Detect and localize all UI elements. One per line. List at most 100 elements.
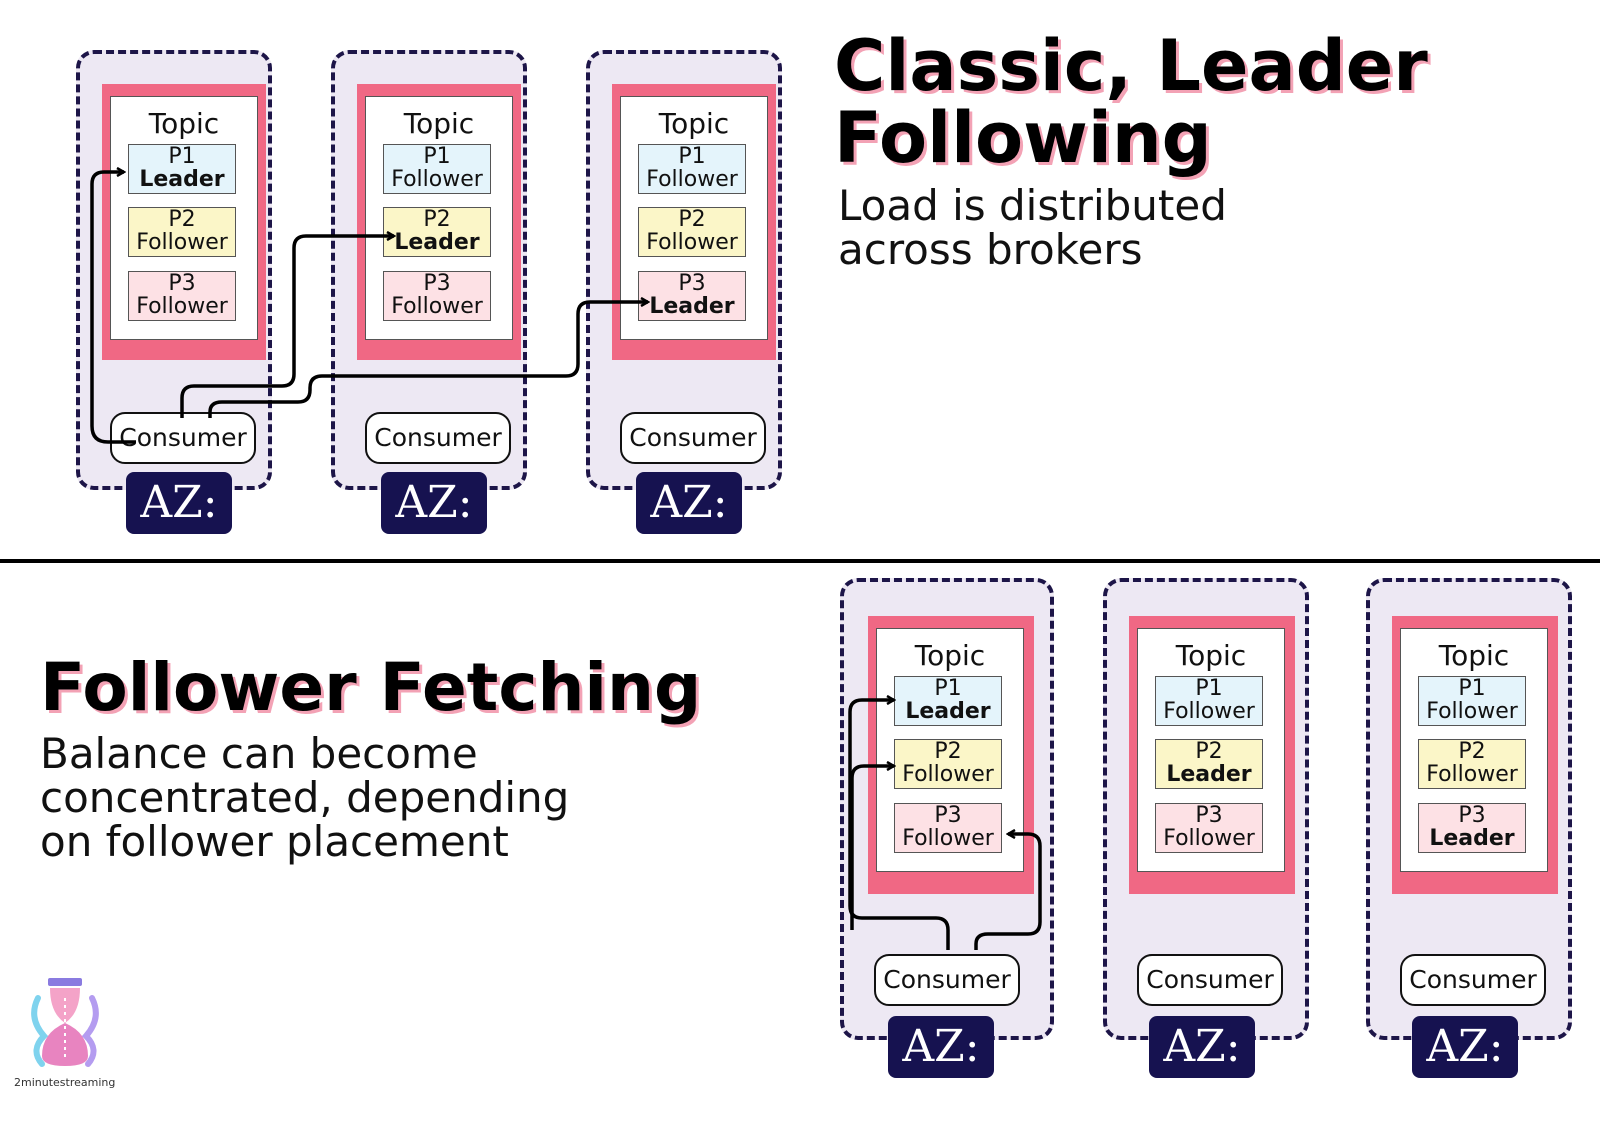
- bottom-subtitle-line-1: Balance can become: [40, 729, 478, 778]
- partition-name: P3: [1458, 803, 1486, 828]
- top-subtitle-line-1: Load is distributed: [838, 181, 1227, 230]
- partition-name: P3: [678, 271, 706, 296]
- partition-name: P3: [934, 803, 962, 828]
- partition-role: Follower: [902, 826, 994, 851]
- arrow-bottom-consumer-to-p3: [974, 834, 1042, 950]
- partition-role: Follower: [902, 762, 994, 787]
- az-label: AZ: 3: [636, 472, 742, 590]
- az-label: AZ: 1: [888, 1016, 994, 1134]
- arrow-top-consumer-to-p1: [90, 172, 136, 444]
- hourglass-logo-icon: [31, 978, 99, 1067]
- partition-role: Follower: [1426, 762, 1518, 787]
- topic-label: Topic: [1438, 639, 1510, 672]
- fetch-arrows: [90, 0, 1042, 950]
- bottom-subtitle-line-2: concentrated, depending: [40, 773, 570, 822]
- partition-role: Follower: [1426, 699, 1518, 724]
- partition-name: P2: [1458, 739, 1486, 764]
- consumer-box: Consumer: [365, 412, 511, 464]
- top-title-line-2: Following: [834, 97, 1212, 179]
- topic-label: Topic: [1175, 639, 1247, 672]
- partition-name: P1: [423, 144, 451, 169]
- partition-role: Follower: [1163, 826, 1255, 851]
- consumer-box: Consumer: [620, 412, 766, 464]
- partition-name: P2: [168, 207, 196, 232]
- arrow-top-consumer-to-p2: [180, 236, 394, 418]
- arrow-bottom-consumer-to-p1: [848, 700, 950, 950]
- partition-role: Leader: [139, 167, 225, 192]
- partition-name: P1: [678, 144, 706, 169]
- partition-name: P1: [934, 676, 962, 701]
- section-divider: [0, 559, 1600, 563]
- consumer-box: Consumer: [1400, 954, 1546, 1006]
- partition-name: P2: [934, 739, 962, 764]
- partition-name: P3: [168, 271, 196, 296]
- partition-name: P3: [1195, 803, 1223, 828]
- az-label: AZ: 2: [381, 472, 487, 590]
- bottom-title: Follower Fetching: [40, 649, 702, 726]
- partition-role: Follower: [391, 294, 483, 319]
- arrow-bottom-consumer-to-p2: [850, 766, 894, 930]
- partition-role: Leader: [905, 699, 991, 724]
- topic-label: Topic: [148, 107, 220, 140]
- az-label: AZ: 2: [1149, 1016, 1255, 1134]
- partition-name: P1: [1458, 676, 1486, 701]
- partition-role: Follower: [136, 294, 228, 319]
- partition-name: P2: [1195, 739, 1223, 764]
- partition-name: P2: [423, 207, 451, 232]
- partition-role: Follower: [1163, 699, 1255, 724]
- bottom-subtitle: Balance can become concentrated, dependi…: [40, 732, 569, 864]
- topic-label: Topic: [403, 107, 475, 140]
- partition-role: Leader: [1429, 826, 1515, 851]
- top-subtitle: Load is distributed across brokers: [838, 184, 1227, 272]
- partition-name: P3: [423, 271, 451, 296]
- partition-role: Leader: [394, 230, 480, 255]
- top-title-line-1: Classic, Leader: [834, 25, 1428, 107]
- consumer-box: Consumer: [1137, 954, 1283, 1006]
- topic-label: Topic: [914, 639, 986, 672]
- partition-role: Follower: [391, 167, 483, 192]
- partition-name: P2: [678, 207, 706, 232]
- consumer-box: Consumer: [874, 954, 1020, 1006]
- topic-label: Topic: [658, 107, 730, 140]
- partition-role: Follower: [646, 230, 738, 255]
- top-title: Classic, Leader Following: [834, 30, 1428, 174]
- partition-role: Follower: [136, 230, 228, 255]
- arrow-top-consumer-to-p3: [208, 302, 648, 418]
- partition-name: P1: [168, 144, 196, 169]
- top-subtitle-line-2: across brokers: [838, 225, 1143, 274]
- logo-text: 2minutestreaming: [14, 1076, 116, 1089]
- partition-role: Follower: [646, 167, 738, 192]
- partition-role: Leader: [1166, 762, 1252, 787]
- az-label: AZ: 1: [126, 472, 232, 590]
